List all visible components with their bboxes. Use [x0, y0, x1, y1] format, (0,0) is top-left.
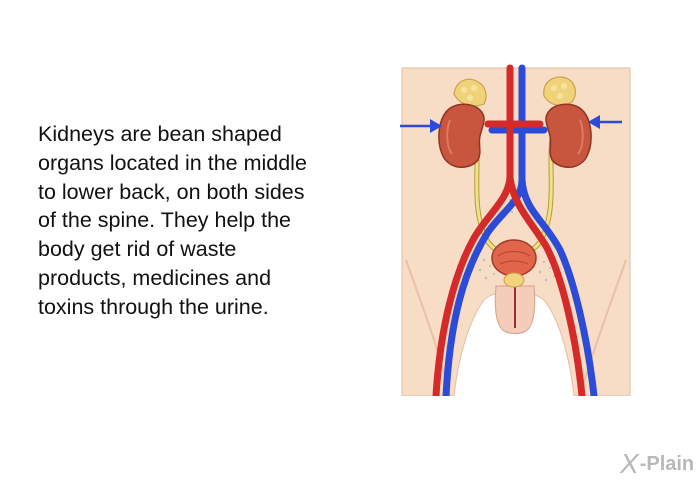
text-line: toxins through the urine. — [38, 294, 269, 319]
urinary-system-illustration — [400, 64, 631, 396]
text-line: Kidneys are bean shaped — [38, 122, 282, 146]
text-line: to lower back, on both sides — [38, 179, 305, 204]
text-line: organs located in the middle — [38, 150, 307, 175]
text-line: body get rid of waste — [38, 237, 237, 262]
left-adrenal-gland — [453, 78, 487, 107]
artery — [432, 64, 586, 396]
logo-name: -Plain — [639, 452, 695, 475]
right-kidney — [545, 103, 592, 168]
text-line: of the spine. They help the — [38, 208, 292, 233]
right-adrenal-gland — [543, 76, 576, 106]
x-plain-logo: X -Plain — [620, 448, 694, 480]
bladder — [491, 239, 537, 288]
left-arrow-icon — [400, 119, 442, 133]
description-text: Kidneys are bean shaped organs located i… — [38, 120, 383, 322]
text-line: products, medicines and — [38, 265, 272, 290]
right-arrow-icon — [588, 115, 622, 129]
logo-mark: X — [620, 448, 639, 479]
left-kidney — [438, 103, 485, 168]
